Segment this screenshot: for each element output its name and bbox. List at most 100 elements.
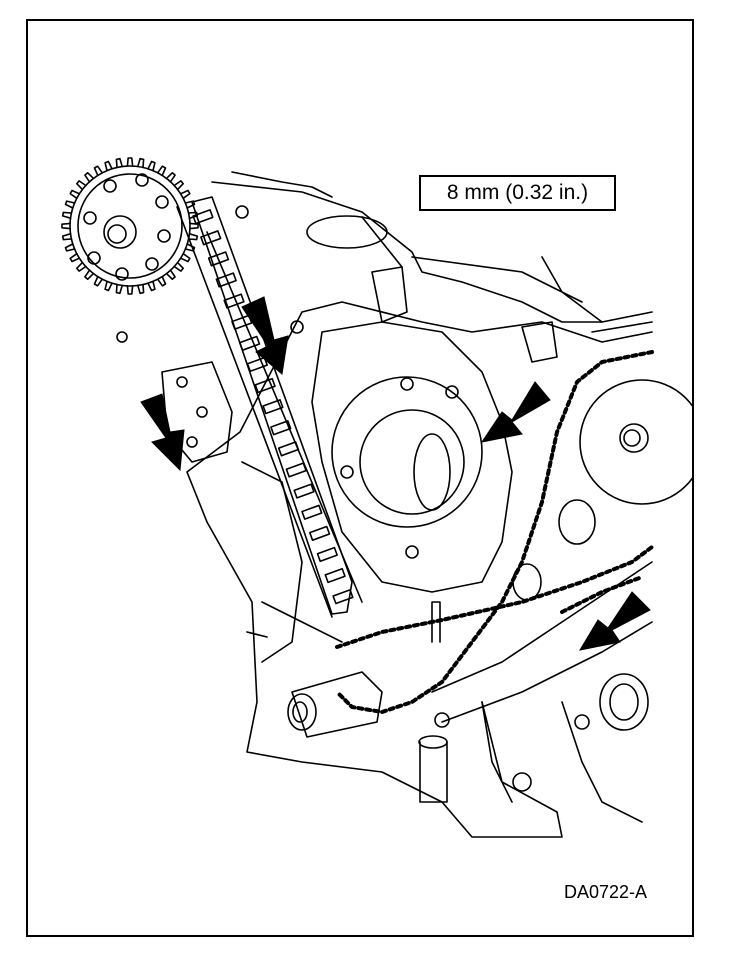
- gear-tooth: [137, 157, 145, 169]
- guide-slot: [254, 377, 276, 394]
- cam-gear-hole: [157, 229, 171, 243]
- illustration-frame: 8 mm (0.32 in.) DA0722-A: [26, 19, 694, 937]
- gear-tooth: [76, 180, 87, 191]
- guide-slots: [192, 209, 354, 605]
- guide-slot: [270, 420, 292, 436]
- gear-tooth: [69, 252, 81, 263]
- gear-tooth: [179, 189, 191, 200]
- guide-slot: [316, 546, 338, 563]
- gear-tooth: [84, 269, 95, 280]
- gear-tooth: [115, 157, 123, 169]
- right-sprocket-hub: [619, 423, 649, 453]
- cover-plate-bolt: [186, 436, 198, 448]
- timing-chain-right: [335, 350, 654, 714]
- cover-plate-bolt: [290, 320, 304, 334]
- engine-timing-drawing: [61, 157, 692, 838]
- cover-plate-bolt: [116, 331, 128, 343]
- dowel-pin: [431, 601, 441, 643]
- gear-tooth: [64, 200, 76, 209]
- cam-gear-hole: [87, 251, 101, 265]
- gear-tooth: [189, 222, 199, 230]
- timing-chain-tensioner-side: [560, 575, 644, 614]
- central-bore: [359, 409, 465, 515]
- gear-tooth: [69, 189, 81, 200]
- block-right-edge: [541, 256, 653, 333]
- crank-hub-bore: [287, 693, 317, 731]
- clearance-spec-text: 8 mm (0.32 in.): [446, 181, 589, 204]
- right-support-bracket: [431, 561, 653, 823]
- gear-tooth: [147, 280, 156, 292]
- clearance-spec-label: 8 mm (0.32 in.): [419, 175, 616, 211]
- figure-reference-code: DA0722-A: [564, 882, 648, 902]
- guide-slot: [309, 525, 331, 541]
- gear-tooth: [84, 172, 95, 183]
- guide-slot: [324, 567, 346, 584]
- cover-plate-bolt: [235, 205, 249, 219]
- guide-slot: [223, 293, 245, 309]
- gear-tooth: [93, 165, 104, 177]
- gear-tooth: [184, 200, 196, 209]
- gear-tooth: [61, 233, 73, 241]
- right-sprocket-bore: [623, 429, 641, 447]
- cam-gear-hole: [83, 211, 97, 225]
- cam-gear-outer: [69, 165, 191, 287]
- housing-bolt: [405, 545, 419, 559]
- guide-slot: [200, 230, 222, 246]
- gear-tooth: [137, 283, 145, 295]
- right-bolt: [574, 714, 590, 730]
- crank-hub-inner: [292, 701, 308, 723]
- gear-tooth: [165, 269, 176, 280]
- right-bolt: [434, 712, 450, 728]
- gear-tooth: [156, 275, 167, 287]
- guide-slot: [246, 356, 268, 373]
- cam-gear-hole: [103, 179, 117, 193]
- cam-gear-hole: [135, 173, 149, 187]
- callout-arrow-icon: [241, 296, 289, 375]
- gear-tooth: [93, 275, 104, 287]
- guide-slot: [285, 462, 307, 478]
- block-upper-edge: [211, 181, 603, 323]
- guide-slot: [262, 399, 284, 415]
- gear-tooth: [147, 160, 156, 172]
- cover-plate-bolt: [176, 376, 188, 388]
- left-chain-guide: [191, 196, 353, 615]
- side-boss: [558, 499, 596, 545]
- gear-tooth: [165, 172, 176, 183]
- side-boss: [512, 563, 542, 601]
- dowel-pin: [246, 631, 268, 638]
- upper-port: [306, 215, 388, 249]
- guide-slot: [332, 589, 354, 605]
- callout-arrow-icon: [578, 591, 651, 651]
- cam-gear-rim: [77, 173, 183, 279]
- gear-tooth: [173, 261, 184, 272]
- gear-tooth: [76, 261, 87, 272]
- central-bore-inner: [413, 433, 451, 511]
- block-inner-flange: [311, 321, 513, 593]
- gear-tooth: [126, 157, 134, 167]
- guide-slot: [192, 209, 214, 225]
- housing-bolt: [445, 385, 459, 399]
- gear-tooth: [126, 285, 134, 295]
- upper-tower: [371, 266, 558, 363]
- timing-chain-lower: [335, 545, 654, 649]
- gear-tooth: [64, 243, 76, 252]
- central-housing: [331, 376, 483, 528]
- cam-gear-hole: [145, 257, 159, 271]
- lower-post-top: [418, 735, 448, 749]
- housing-bolt: [400, 377, 414, 391]
- cam-gear-hub: [103, 215, 137, 249]
- cam-gear-hole: [155, 195, 169, 209]
- callout-arrow-icon: [480, 381, 551, 443]
- gear-tooth: [104, 160, 113, 172]
- cam-gear-bore: [107, 224, 127, 244]
- block-lower-flange: [241, 461, 343, 663]
- gear-tooth: [187, 233, 199, 241]
- right-boss: [599, 673, 649, 731]
- guide-slot: [293, 483, 315, 499]
- lower-post: [419, 741, 448, 803]
- gear-tooth: [173, 180, 184, 191]
- gear-tooth: [61, 222, 71, 230]
- cam-gear-hole: [115, 267, 129, 281]
- right-sprocket: [579, 379, 692, 505]
- gear-tooth: [156, 165, 167, 177]
